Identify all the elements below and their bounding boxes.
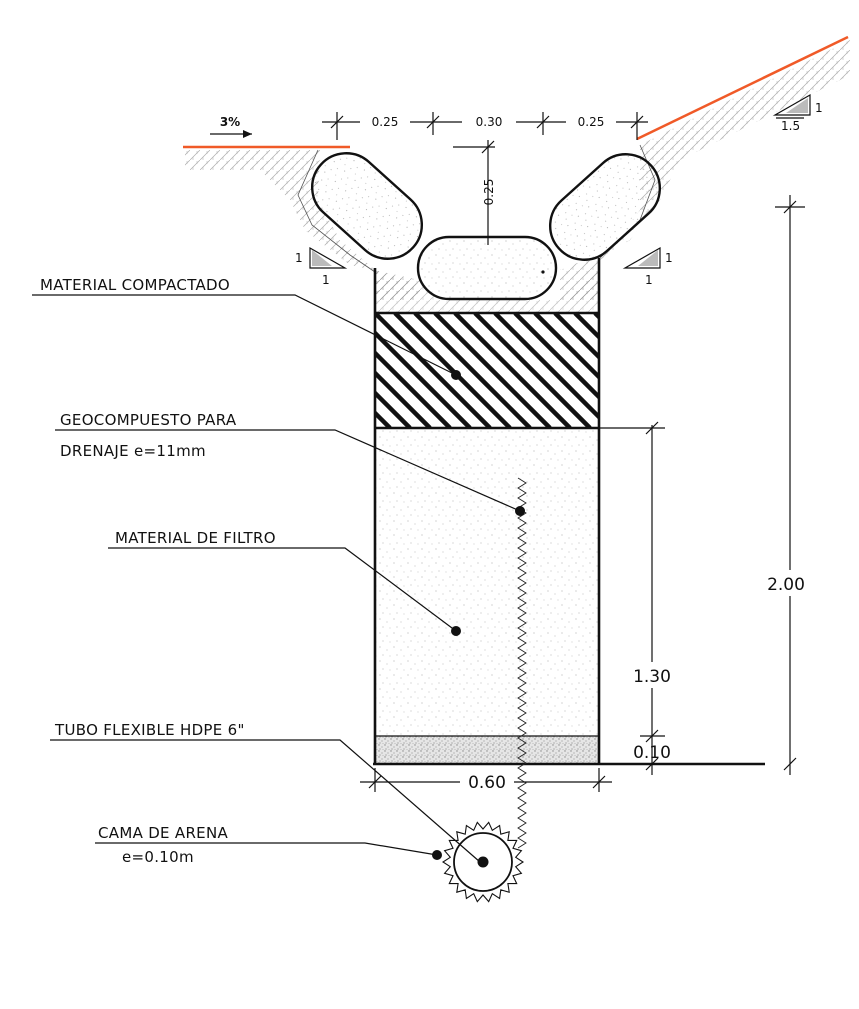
hdpe-pipe: [441, 821, 525, 903]
annotation-labels: MATERIAL COMPACTADO GEOCOMPUESTO PARA DR…: [40, 276, 276, 866]
label-sand-bed-line2: e=0.10m: [122, 848, 194, 866]
dim-top-left: 0.25: [372, 115, 399, 129]
right-soil-hatch: [560, 40, 850, 300]
sand-bed: [375, 736, 599, 764]
center-soil-hatch: [375, 265, 600, 312]
label-compacted-material: MATERIAL COMPACTADO: [40, 276, 230, 294]
left-slope-v: 1: [295, 251, 303, 265]
dim-sand-depth: 0.10: [633, 743, 671, 763]
label-hdpe-pipe: TUBO FLEXIBLE HDPE 6": [54, 721, 245, 739]
grade-label: 3%: [220, 115, 240, 129]
dim-top-center: 0.30: [476, 115, 503, 129]
label-geocomposite-line2: DRENAJE e=11mm: [60, 442, 206, 460]
embankment-slope-v: 1: [815, 101, 823, 115]
dim-top-right: 0.25: [578, 115, 605, 129]
right-slope-v: 1: [665, 251, 673, 265]
embankment-slope-h: 1.5: [781, 119, 800, 133]
leader-lines: [32, 294, 525, 863]
top-block-right: [548, 153, 662, 261]
slope-indicators: 3% 1 1 1 1 1 1.5: [210, 93, 823, 287]
label-sand-bed-line1: CAMA DE ARENA: [98, 824, 228, 842]
right-ground-line: [636, 35, 849, 141]
compacted-material-hatch: [375, 313, 599, 428]
label-geocomposite-line1: GEOCOMPUESTO PARA: [60, 411, 237, 429]
dim-block-height: 0.25: [482, 179, 496, 206]
filter-material-fill: [375, 428, 599, 736]
dimensions: 0.25 0.30 0.25 0.25 2.00 1.30 0.10 0.60: [322, 112, 817, 793]
trench-body: [373, 258, 765, 766]
dim-filter-depth: 1.30: [633, 667, 671, 687]
right-slope-h: 1: [645, 273, 653, 287]
label-filter-material: MATERIAL DE FILTRO: [115, 529, 276, 547]
left-slope-h: 1: [322, 273, 330, 287]
geocomposite-drain: [517, 477, 527, 849]
dim-total-depth: 2.00: [767, 575, 805, 595]
dim-trench-width: 0.60: [468, 773, 506, 793]
top-block-center: [416, 235, 558, 301]
